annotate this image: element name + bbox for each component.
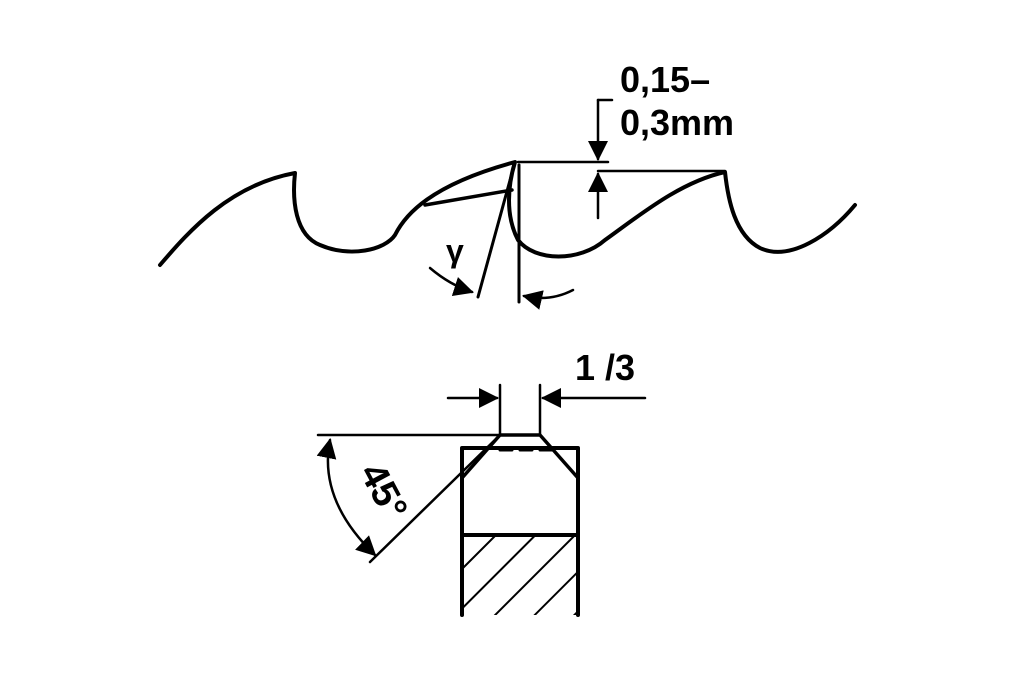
angle-chamfer-line — [368, 433, 502, 564]
angle-arc — [316, 438, 377, 557]
rake-angle-arc-left — [428, 266, 474, 297]
fraction-label: 1 /3 — [575, 347, 635, 388]
rake-angle-arc-right — [522, 288, 575, 310]
thickness-label-line2: 0,3mm — [620, 102, 734, 143]
hatched-body — [462, 535, 578, 615]
cross-section-outline — [460, 446, 580, 617]
thickness-dimension: 0,15– 0,3mm — [516, 59, 734, 220]
tooth-face-line — [423, 188, 514, 207]
rake-angle-label: γ — [446, 233, 464, 269]
rake-angle-line — [476, 160, 517, 299]
saw-blade-profile — [158, 160, 857, 304]
rake-angle-marker: γ — [428, 233, 575, 310]
angle-label: 45° — [351, 457, 415, 527]
blade-tooth-line — [158, 160, 857, 267]
width-dimension: 1 /3 — [446, 347, 647, 408]
thickness-label-line1: 0,15– — [620, 59, 710, 100]
tooth-cross-section — [460, 383, 580, 617]
chamfer-outline — [460, 433, 580, 480]
